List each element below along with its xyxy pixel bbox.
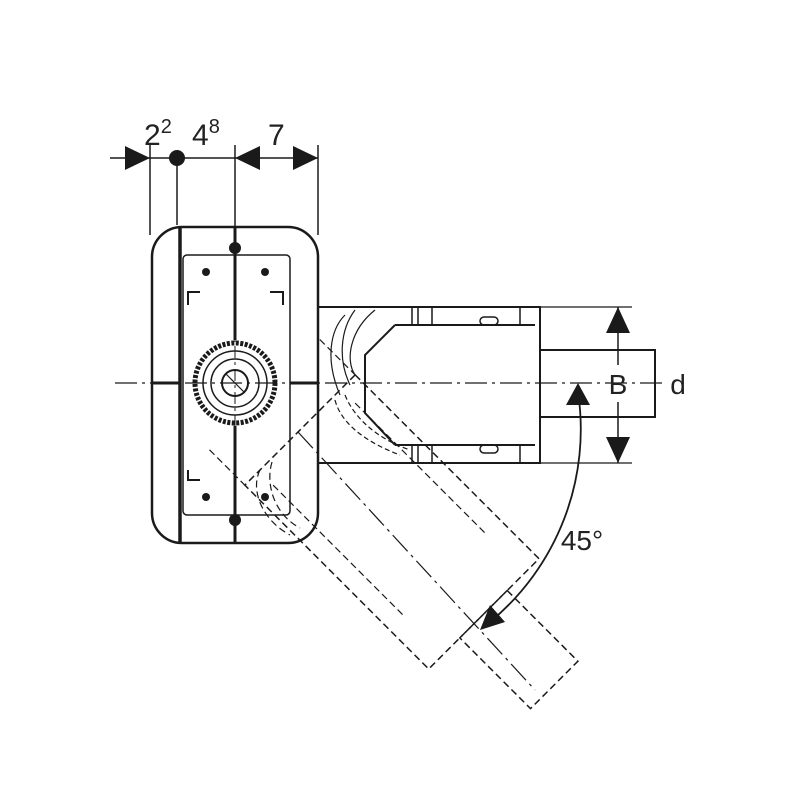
height-dimension: B d: [540, 306, 686, 464]
dimension-arrow: [293, 146, 318, 170]
angle-dimension: 45°: [480, 383, 603, 630]
dimension-label-4-8: 48: [192, 116, 220, 152]
pipe-stub: [539, 349, 656, 418]
rotated-centerline: [297, 431, 536, 691]
pipe-body: [318, 306, 541, 464]
angle-label: 45°: [561, 525, 603, 556]
dimension-arrow: [235, 146, 260, 170]
diameter-label: d: [670, 369, 686, 400]
dimension-arrow: [125, 146, 150, 170]
top-dimension-chain: 22 48 7: [110, 116, 319, 235]
dimension-label-2-2: 22: [144, 116, 172, 152]
dimension-label-7: 7: [268, 119, 285, 152]
height-label: B: [609, 369, 628, 400]
rotated-pipe-outline: [209, 339, 579, 710]
